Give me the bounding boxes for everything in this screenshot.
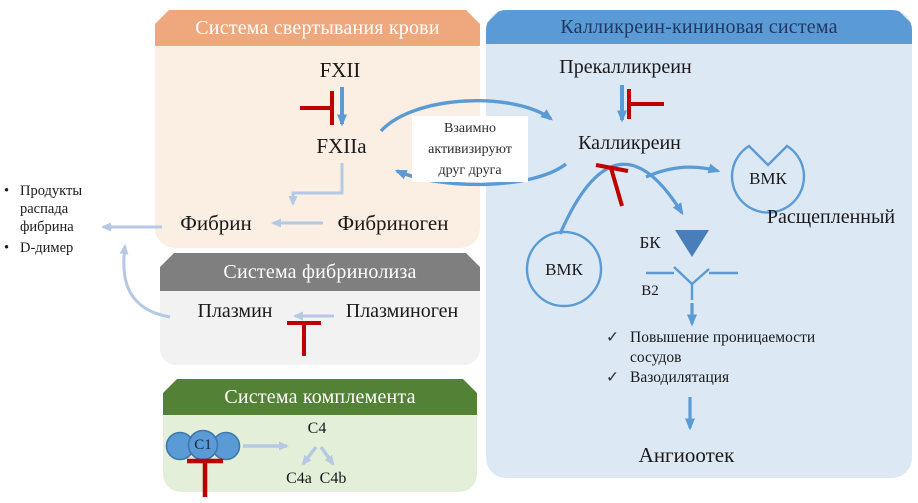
b2-receptor-icon [646, 266, 738, 300]
cleaved-hmwk-circle [730, 144, 806, 214]
plasmin-to-products-arrow [119, 244, 171, 319]
fibrinolysis-title: Система фибринолиза [223, 260, 417, 283]
hmwk-to-bradykinin-arrow [558, 162, 684, 235]
coagulation-header: Система свертывания крови [155, 10, 480, 46]
fibrinolysis-body [160, 291, 480, 365]
coagulation-title: Система свертывания крови [195, 16, 440, 39]
bradykinin-triangle-icon [675, 230, 709, 257]
complement-header: Система комплемента [163, 379, 477, 415]
complement-system-box: Система комплемента [163, 379, 477, 492]
fibrinolysis-header: Система фибринолиза [160, 253, 480, 291]
c1-complex-icon [165, 429, 241, 461]
kallikrein-header: Калликреин-кининовая система [486, 10, 912, 44]
inhibitor-icon-prekallikrein [627, 89, 664, 119]
hmwk-circle [525, 230, 603, 308]
inhibitor-icon-plasmin [287, 321, 321, 356]
fibrinolysis-system-box: Система фибринолиза [160, 253, 480, 365]
fxiia-kallikrein-arrow [379, 99, 553, 133]
inhibitor-icon-fxii [300, 91, 334, 125]
kallikrein-to-cleaved-hmwk-arrow [645, 163, 721, 179]
kallikrein-title: Калликреин-кининовая система [560, 15, 838, 38]
inhibitor-icon-kallikrein-path [595, 163, 629, 207]
complement-title: Система комплемента [224, 385, 416, 408]
c4-to-c4b-arrow [319, 446, 335, 466]
kallikrein-fxiia-arrow [394, 162, 568, 187]
c4-to-c4a-arrow [301, 445, 318, 466]
inhibitor-icon-c1 [187, 458, 223, 497]
fxiia-to-fibrin-reaction-arrow [288, 163, 344, 206]
